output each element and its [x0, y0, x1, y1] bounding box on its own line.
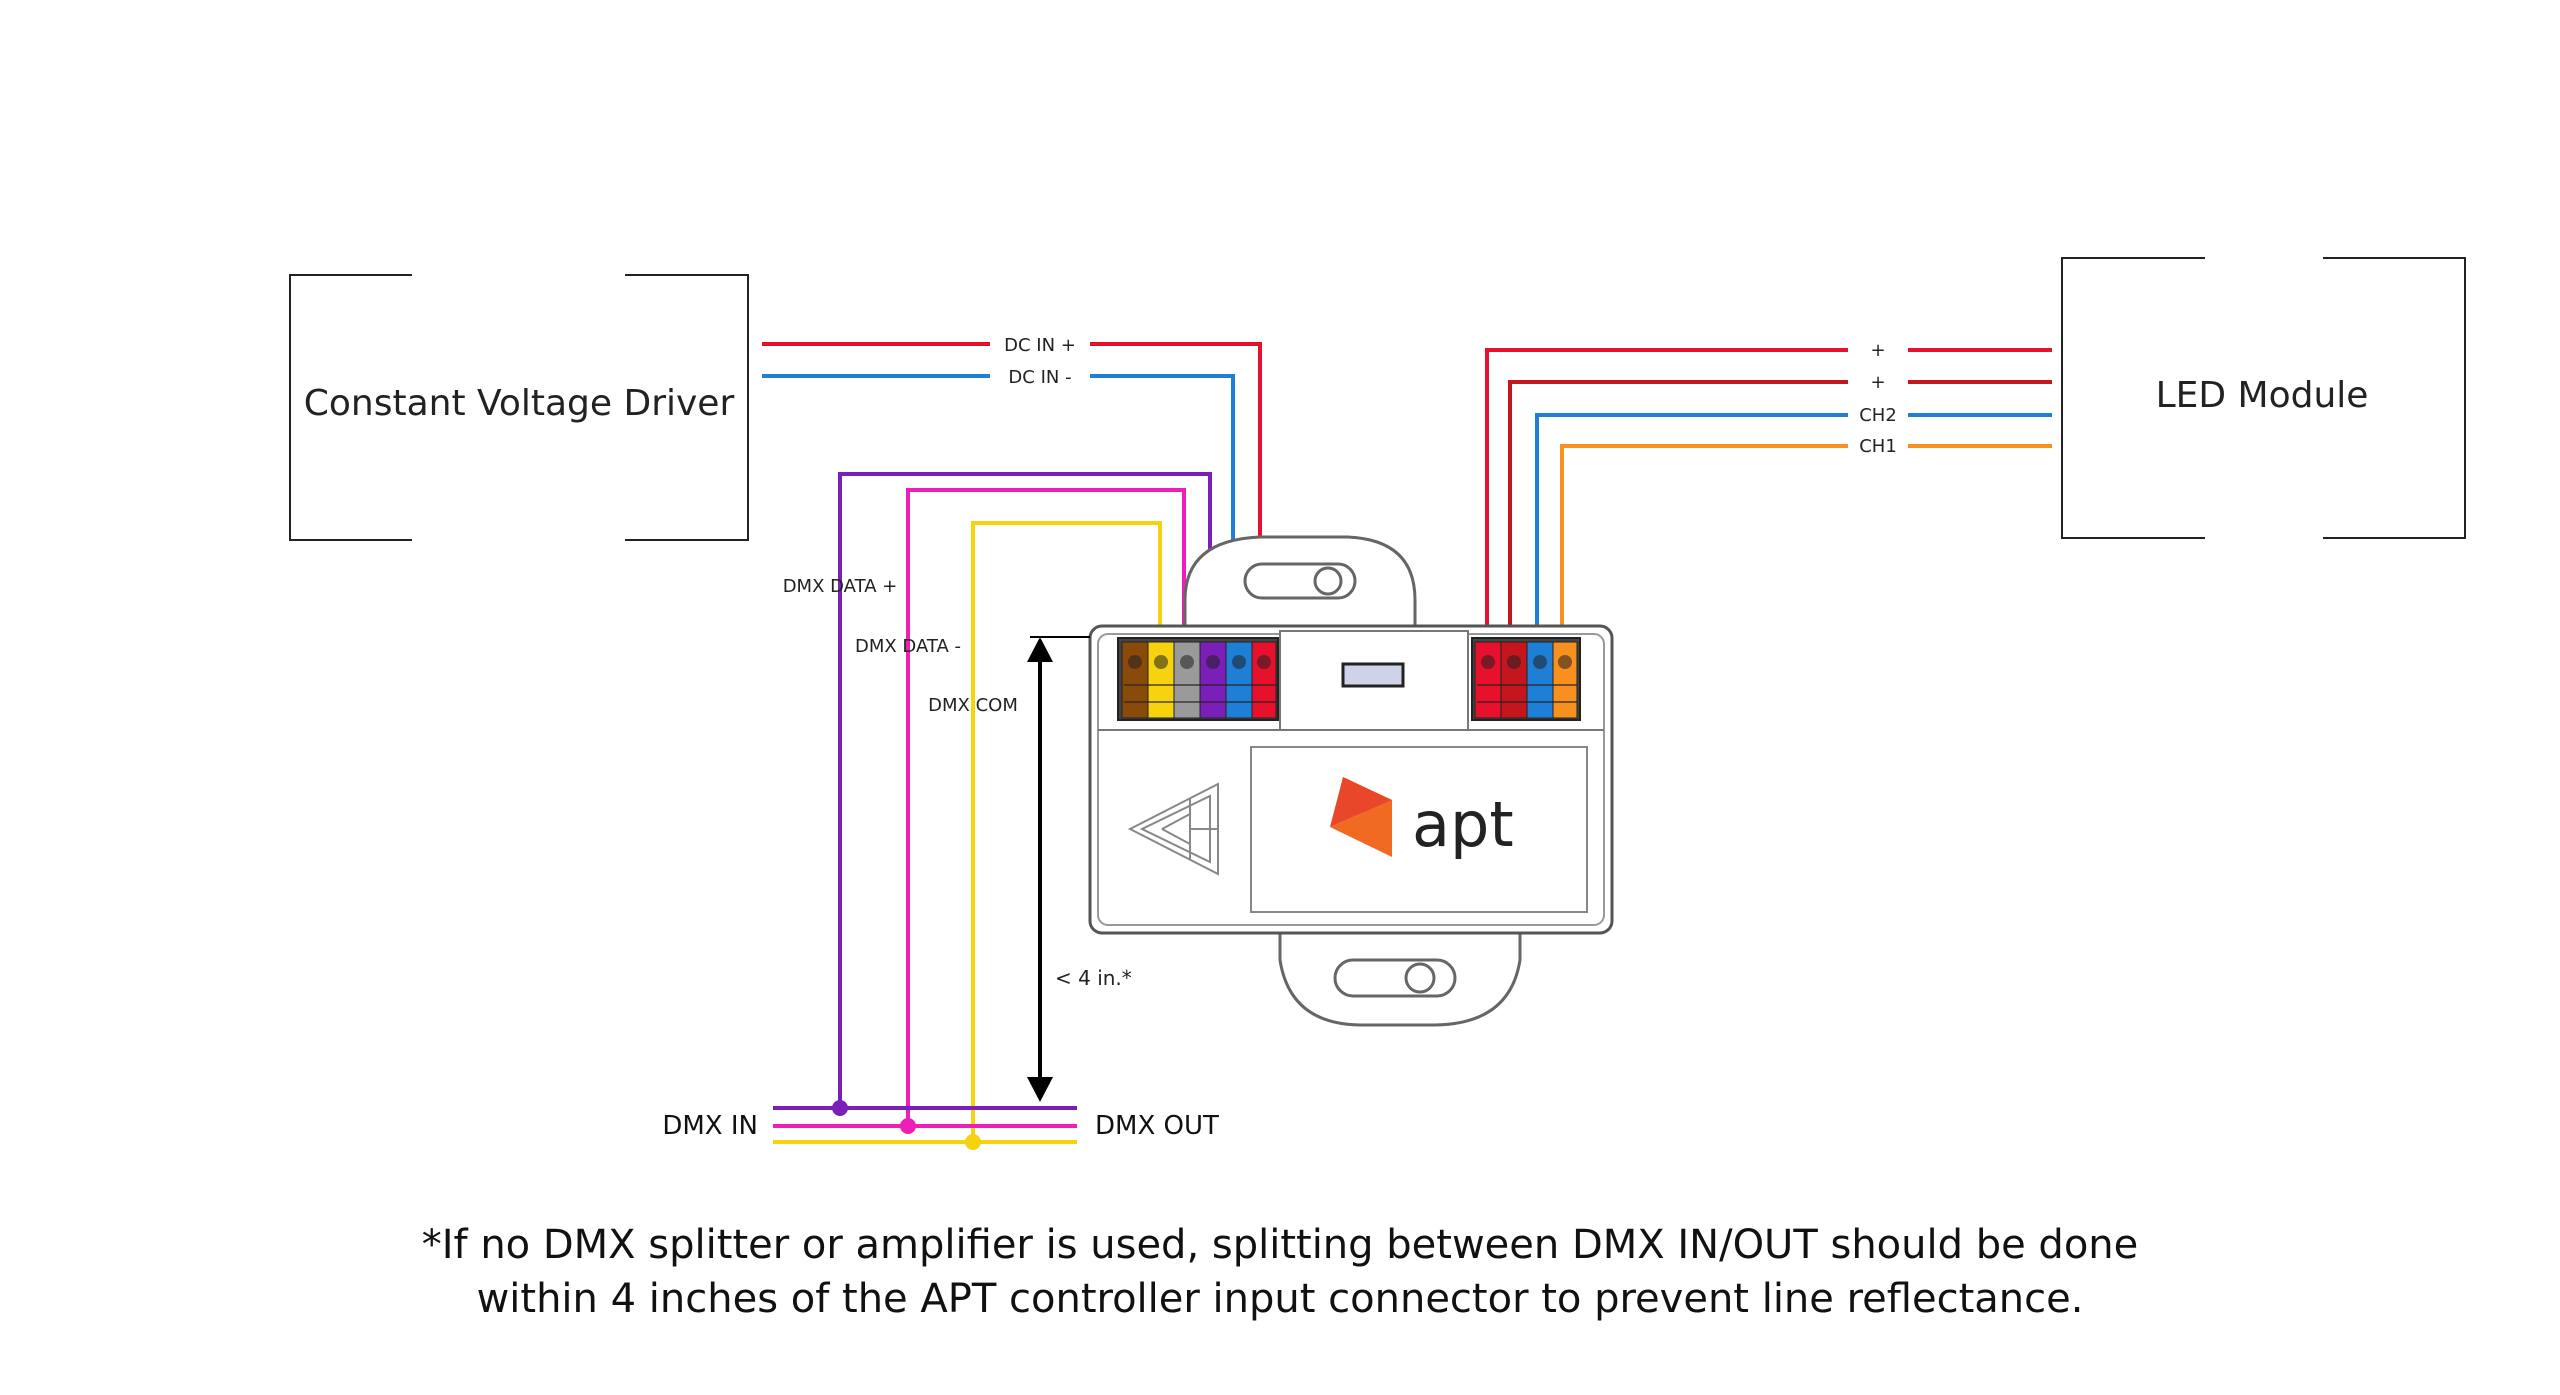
dmx-in-label: DMX IN	[662, 1111, 758, 1141]
apt-brand: apt	[1412, 788, 1514, 861]
dmx-out-label: DMX OUT	[1095, 1111, 1219, 1141]
led-module-label: LED Module	[2156, 375, 2369, 416]
ch2-label: CH2	[1859, 405, 1897, 426]
output-connector	[1471, 637, 1581, 721]
out-plus-1-label: +	[1870, 340, 1885, 361]
driver-box	[289, 274, 749, 541]
apt-controller: apt	[1088, 535, 1614, 1027]
ch1-label: CH1	[1859, 436, 1897, 457]
footnote-line-2: within 4 inches of the APT controller in…	[476, 1276, 2084, 1322]
dmx-data-minus-label: DMX DATA -	[855, 636, 961, 657]
dmx-data-plus-label: DMX DATA +	[783, 576, 898, 597]
dc-in-plus-label: DC IN +	[1004, 335, 1076, 356]
wire-ch1	[1560, 444, 2052, 640]
driver-label: Constant Voltage Driver	[304, 383, 735, 424]
wire-dmx-com	[971, 521, 1162, 1142]
triangle-logo-icon	[1127, 782, 1219, 876]
splice-dmx-data-minus	[900, 1118, 916, 1134]
wire-dc-in-minus	[762, 374, 1235, 640]
dimension-arrow	[1027, 636, 1090, 1102]
splice-dmx-com	[965, 1134, 981, 1150]
dmx-bus	[773, 1100, 1077, 1150]
dmx-com-label: DMX COM	[928, 695, 1018, 716]
mounting-keyhole-bottom	[1333, 958, 1457, 998]
footnote-line-1: *If no DMX splitter or amplifier is used…	[421, 1222, 2139, 1268]
apt-logo-icon	[1330, 777, 1392, 857]
wire-dmx-data-minus	[906, 488, 1186, 1126]
status-led	[1341, 662, 1405, 688]
dimension-label: < 4 in.*	[1055, 966, 1132, 990]
input-connector	[1117, 637, 1279, 721]
wire-ch2	[1535, 413, 2052, 640]
wire-out-plus-1	[1485, 348, 2052, 640]
dc-in-minus-label: DC IN -	[1008, 367, 1071, 388]
led-module-box	[2061, 257, 2466, 539]
mounting-keyhole-top	[1243, 562, 1357, 600]
splice-dmx-data-plus	[832, 1100, 848, 1116]
wire-out-plus-2	[1508, 380, 2052, 640]
label-panel	[1250, 746, 1588, 913]
footnote: *If no DMX splitter or amplifier is used…	[0, 1218, 2560, 1326]
out-plus-2-label: +	[1870, 372, 1885, 393]
